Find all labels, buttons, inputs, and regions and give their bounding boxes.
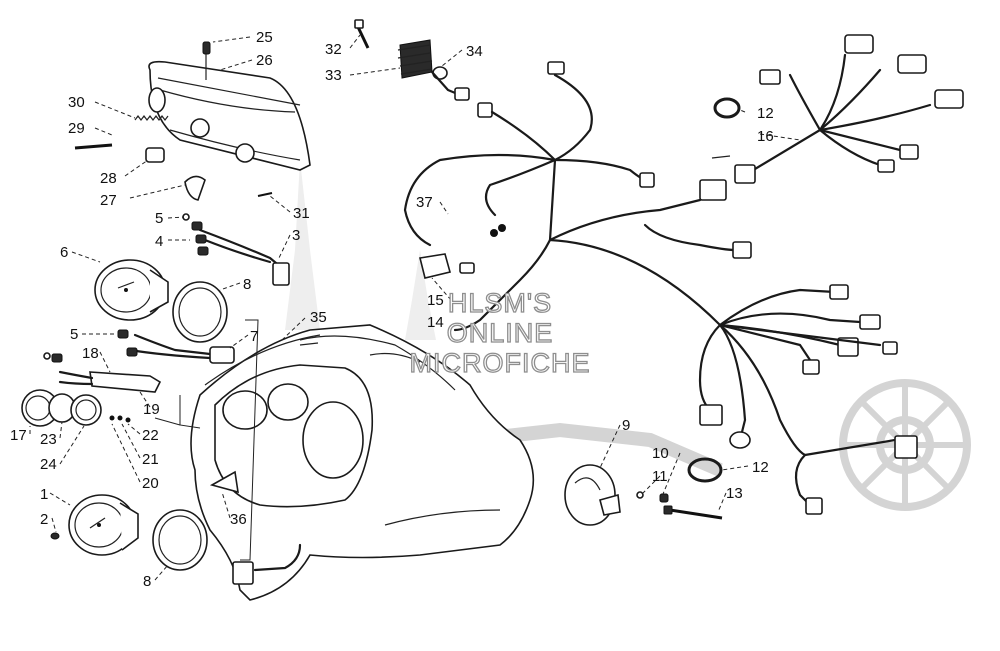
watermark-spire [285, 160, 320, 330]
callout-13: 13 [726, 485, 743, 502]
callout-8: 8 [143, 573, 151, 590]
callout-29: 29 [68, 120, 85, 137]
callout-22: 22 [142, 427, 159, 444]
watermark-line-2: ONLINE [446, 317, 554, 348]
callout-37: 37 [416, 194, 433, 211]
callout-10: 10 [652, 445, 669, 462]
callout-19: 19 [143, 401, 160, 418]
callout-11: 11 [652, 468, 668, 485]
callout-24: 24 [40, 456, 57, 473]
callout-36: 36 [230, 511, 247, 528]
bezel-ring [152, 509, 208, 571]
callout-8: 8 [243, 276, 251, 293]
callout-17: 17 [10, 427, 27, 444]
gauge-wire-harness [182, 213, 290, 286]
callout-18: 18 [82, 345, 99, 362]
callout-23: 23 [40, 431, 57, 448]
speed-sensor-assembly [564, 457, 723, 526]
callout-27: 27 [100, 192, 117, 209]
callout-35: 35 [310, 309, 327, 326]
tachometer-gauge [50, 494, 139, 556]
callout-5: 5 [70, 326, 78, 343]
instrument-panel [190, 324, 535, 601]
callout-labels: 25 26 30 29 28 27 31 5 4 3 6 8 5 7 18 19… [10, 29, 774, 590]
assembly-box-lines [154, 319, 259, 561]
callout-21: 21 [142, 451, 159, 468]
headlight-pod-assembly [74, 41, 311, 201]
voltage-regulator [354, 19, 493, 118]
callout-14: 14 [427, 314, 444, 331]
watermark-spire [405, 250, 436, 340]
callout-12: 12 [752, 459, 769, 476]
callout-32: 32 [325, 41, 342, 58]
bezel-ring [172, 281, 228, 343]
callout-33: 33 [325, 67, 342, 84]
callout-9: 9 [622, 417, 630, 434]
callout-7: 7 [250, 328, 258, 345]
callout-3: 3 [292, 227, 300, 244]
callout-30: 30 [68, 94, 85, 111]
callout-28: 28 [100, 170, 117, 187]
callout-leaders [29, 34, 801, 581]
callout-6: 6 [60, 244, 68, 261]
indicator-harness [117, 329, 235, 364]
callout-25: 25 [256, 29, 273, 46]
small-gauge-cluster [21, 389, 131, 427]
main-wire-harness [403, 61, 918, 515]
clamp [713, 97, 741, 119]
callout-26: 26 [256, 52, 273, 69]
callout-34: 34 [466, 43, 483, 60]
callout-20: 20 [142, 475, 159, 492]
callout-4: 4 [155, 233, 163, 250]
watermark-line-1: HLSM'S [447, 287, 553, 318]
callout-15: 15 [427, 292, 444, 309]
callout-1: 1 [40, 486, 48, 503]
speedometer-gauge [94, 259, 169, 321]
watermark-text: HLSM'S ONLINE MICROFICHE [385, 287, 615, 378]
watermark-line-3: MICROFICHE [409, 347, 591, 378]
callout-12: 12 [757, 105, 774, 122]
callout-2: 2 [40, 511, 48, 528]
sub-harness [711, 34, 964, 184]
callout-31: 31 [293, 205, 310, 222]
indicator-light-bar [43, 352, 162, 393]
callout-16: 16 [757, 128, 774, 145]
callout-5: 5 [155, 210, 163, 227]
